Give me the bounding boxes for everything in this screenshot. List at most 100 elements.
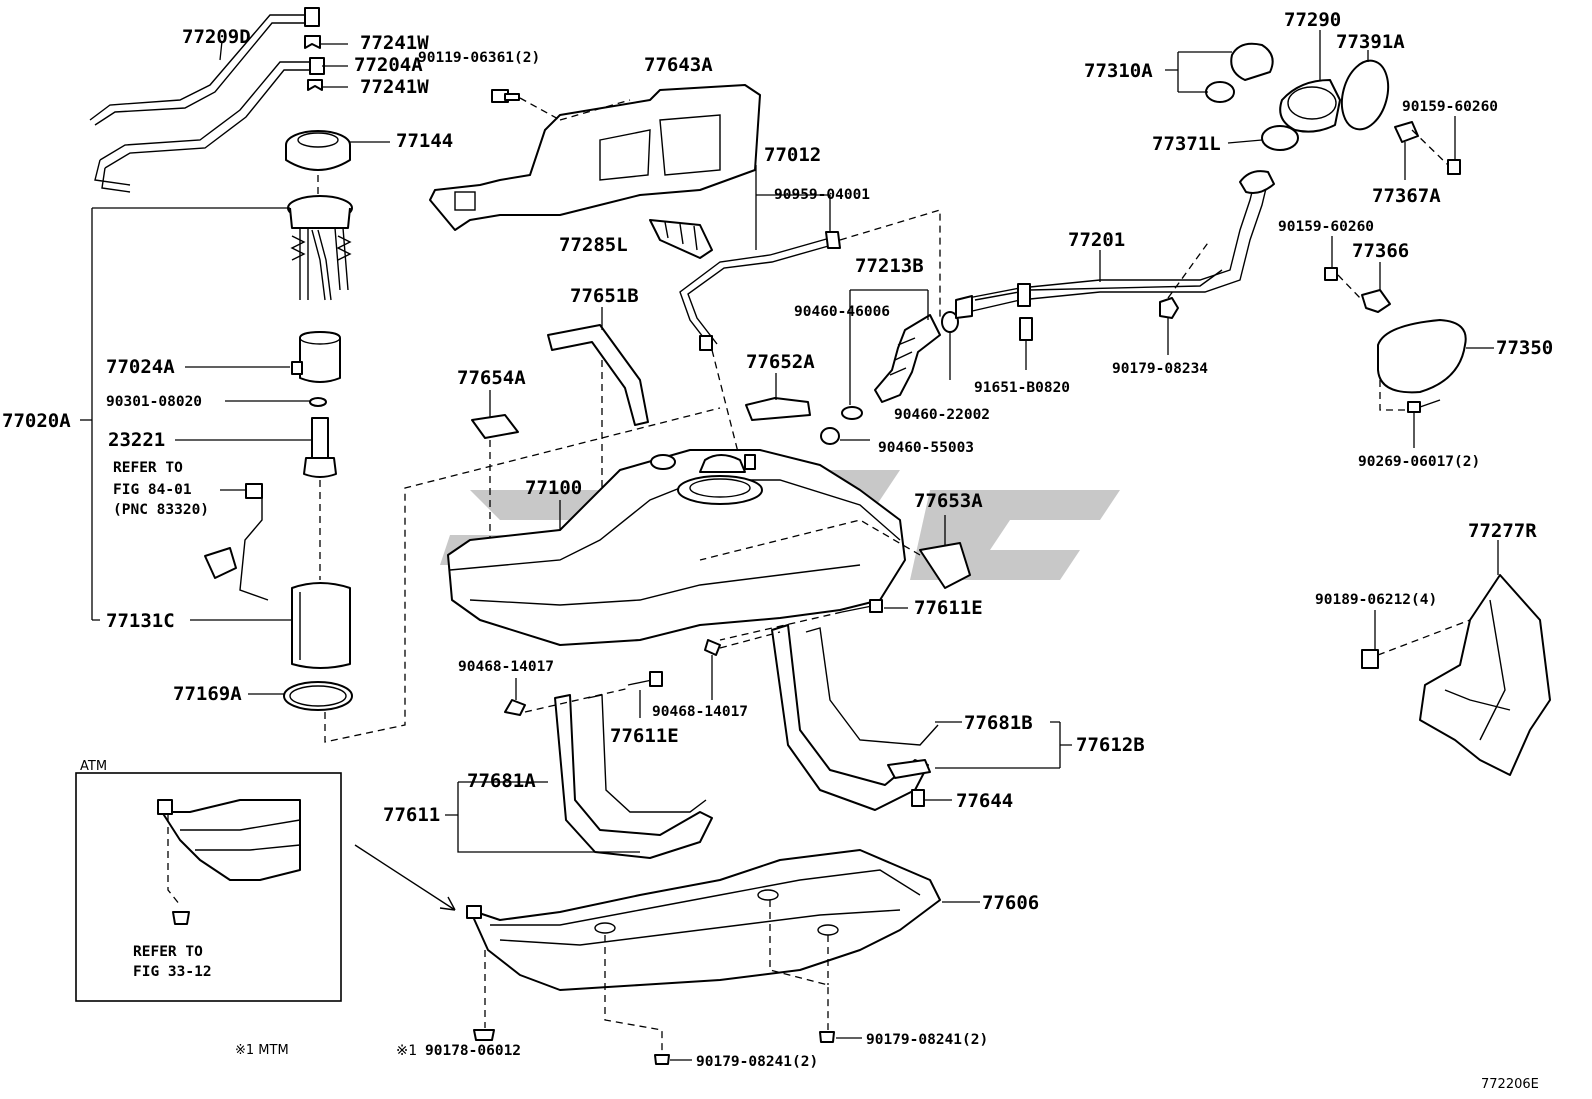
label-77204A: 77204A [354,54,423,76]
label-77651B: 77651B [570,285,639,307]
hose-77213B[interactable] [874,314,941,403]
label-77241W-b: 77241W [360,76,429,98]
label-90179-08234: 90179-08234 [1112,361,1208,377]
o-ring-90301[interactable] [309,397,327,407]
label-77391A: 77391A [1336,31,1405,53]
nut-90179-08234[interactable] [1159,297,1179,319]
bolt-77644[interactable] [911,789,925,807]
guide-line [769,900,829,1030]
screw-90269[interactable] [1407,399,1441,413]
refer-note-2a: REFER TO [133,944,203,960]
refer-note-2b: FIG 33-12 [133,964,212,980]
gasket-77391A[interactable] [1335,55,1396,134]
bolt-77611E-upper[interactable] [841,599,883,613]
lock-ring-77144[interactable] [285,130,351,171]
pump-cup-77131C[interactable] [291,582,351,669]
label-77611E-a: 77611E [914,597,983,619]
pad-77652A[interactable] [745,397,811,421]
pad-77654A[interactable] [471,414,519,439]
refer-note-1a: REFER TO [113,460,183,476]
clamp-90460-55003[interactable] [820,427,840,445]
pump-bracket-77020A[interactable] [287,195,353,301]
label-90119: 90119-06361(2) [418,50,540,66]
bracket-77612B [935,721,1072,769]
guide-line [167,815,181,906]
bolt-77611E-lower[interactable] [627,671,663,687]
strap-77681B[interactable] [771,624,939,811]
fuel-pump-23221[interactable] [303,417,337,478]
nut-90178[interactable] [473,1029,495,1041]
under-cover-77606[interactable] [466,849,941,991]
clip-90468-b[interactable] [704,639,721,656]
label-77644: 77644 [956,790,1013,812]
screw-90159-top[interactable] [1447,159,1461,175]
label-77285L: 77285L [559,234,628,256]
protector-77643A[interactable] [429,84,761,231]
clip-90468-a[interactable] [504,699,526,716]
label-90159-a: 90159-60260 [1402,99,1498,115]
label-77012: 77012 [764,144,821,166]
bolt-90189[interactable] [1361,649,1379,669]
guide-line [1337,274,1363,301]
label-90179-a: 90179-08241(2) [696,1054,818,1070]
label-77213B: 77213B [855,255,924,277]
label-77020A: 77020A [2,410,71,432]
nut-90179-a[interactable] [654,1054,670,1065]
filler-pipe-77201[interactable] [955,170,1275,319]
label-23221: 23221 [108,429,165,451]
fuel-door-77350[interactable] [1377,319,1467,394]
figure-code: 772206E [1481,1077,1539,1092]
label-77611: 77611 [383,804,440,826]
guide-line [1377,619,1471,656]
clamp-90460-46006[interactable] [841,406,863,420]
nut-90179-b[interactable] [819,1031,835,1043]
clamp-77285L[interactable] [649,219,713,259]
fuel-cap-77310A[interactable] [1205,42,1274,103]
bracket-77213B [849,289,929,405]
label-90460-46006: 90460-46006 [794,304,890,320]
bracket-77611 [445,781,640,853]
gasket-77371L[interactable] [1261,125,1299,151]
label-77371L: 77371L [1152,133,1221,155]
label-77643A: 77643A [644,54,713,76]
label-90468-b: 90468-14017 [652,704,748,720]
screw-90159-lower[interactable] [1324,267,1338,281]
label-77350: 77350 [1496,337,1553,359]
strap-77651B[interactable] [547,324,649,426]
label-77201: 77201 [1068,229,1125,251]
vent-tube-77012[interactable] [679,231,841,351]
bolt-91651[interactable] [1019,317,1033,341]
label-90189: 90189-06212(4) [1315,592,1437,608]
protector-77277R[interactable] [1419,574,1551,776]
gasket-77169A[interactable] [283,681,353,711]
atm-inset-box [75,772,342,1002]
label-90159-b: 90159-60260 [1278,219,1374,235]
label-77681B: 77681B [964,712,1033,734]
hinge-77367A[interactable] [1394,121,1419,143]
pad-77653A[interactable] [919,542,971,589]
label-90468-a: 90468-14017 [458,659,554,675]
clip-77241W-lower[interactable] [307,79,323,91]
bracket-77310A [1165,51,1232,93]
label-77144: 77144 [396,130,453,152]
filler-neck-77290[interactable] [1279,79,1341,133]
clip-77241W-top[interactable] [304,35,321,49]
sender-gauge[interactable] [204,483,269,601]
atm-nut[interactable] [172,911,190,925]
label-90179-b: 90179-08241(2) [866,1032,988,1048]
label-90178: 90178-06012 [425,1043,521,1059]
label-77653A: 77653A [914,490,983,512]
fuel-line-77209D[interactable] [89,7,325,193]
filter-77024A[interactable] [291,331,341,383]
label-77367A: 77367A [1372,185,1441,207]
atm-cover-detail[interactable] [157,799,301,881]
fuel-tank-77100[interactable] [447,449,906,646]
bracket-77020A [91,207,290,621]
label-77310A: 77310A [1084,60,1153,82]
label-90959: 90959-04001 [774,187,870,203]
guide-line [1411,129,1449,166]
bolt-90119[interactable] [491,89,520,103]
label-77611E-b: 77611E [610,725,679,747]
hinge-77366[interactable] [1361,289,1391,313]
label-77100: 77100 [525,477,582,499]
